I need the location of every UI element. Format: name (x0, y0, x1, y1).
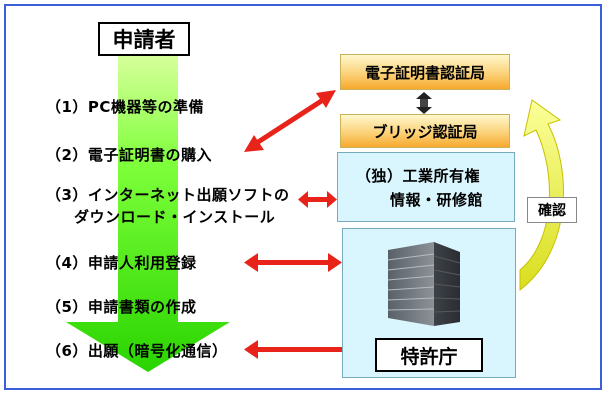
link-arrow-registration (244, 253, 342, 272)
step-2: （2）電子証明書の購入 (46, 146, 212, 164)
ipo-line-1: （独）工業所有権 (356, 167, 481, 185)
link-arrow-cert (244, 90, 336, 152)
step-3-cont: ダウンロード・インストール (74, 208, 276, 226)
flow-arrow (66, 56, 230, 372)
confirm-arrow (519, 99, 564, 292)
step-3: （3）インターネット出願ソフトの (46, 186, 290, 204)
building-icon (387, 242, 461, 326)
step-1: （1）PC機器等の準備 (46, 98, 204, 116)
certificate-authority-box: 電子証明書認証局 (340, 54, 510, 90)
applicant-box: 申請者 (98, 22, 190, 56)
confirm-label: 確認 (527, 197, 577, 223)
step-4: （4）申請人利用登録 (46, 254, 197, 272)
ipo-line-2: 情報・研修館 (390, 191, 484, 209)
double-arrow-icon (416, 92, 432, 114)
step-6: （6）出願（暗号化通信） (46, 342, 228, 360)
bridge-authority-box: ブリッジ認証局 (340, 114, 510, 148)
jpo-box: 特許庁 (375, 338, 483, 372)
ipo-library-box: （独）工業所有権 情報・研修館 (337, 152, 515, 222)
link-arrow-ipo (298, 191, 337, 208)
link-arrows (244, 90, 374, 359)
step-5: （5）申請書類の作成 (46, 298, 197, 316)
